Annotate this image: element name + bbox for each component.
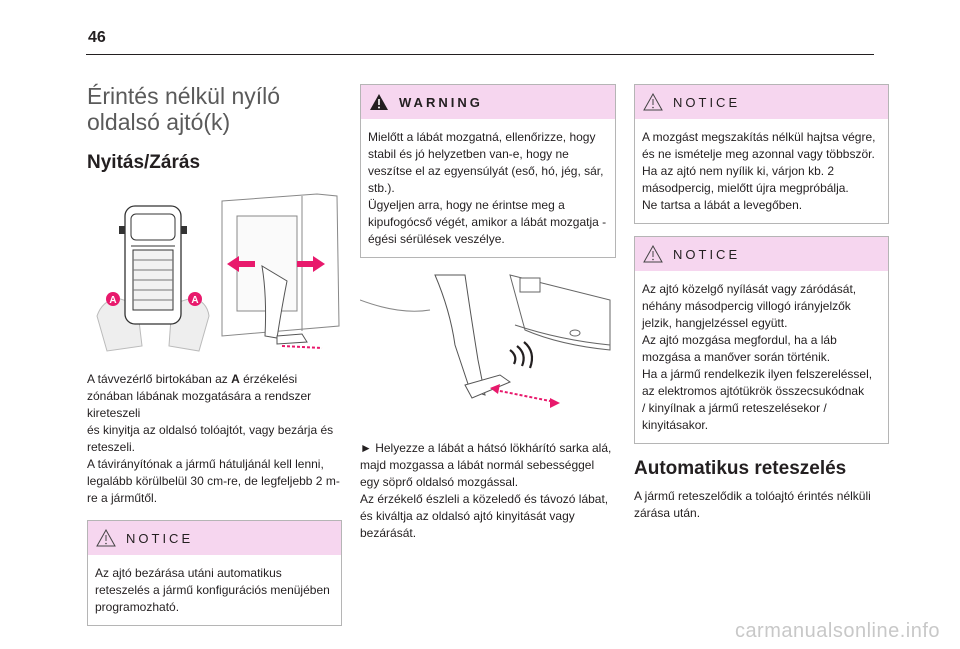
- subsection-title: Nyitás/Zárás: [87, 152, 201, 173]
- warning-label: WARNING: [399, 94, 483, 110]
- section-title-line2: oldalsó ajtó(k): [87, 109, 231, 135]
- section-title: Érintés nélkül nyíló oldalsó ajtó(k): [87, 83, 342, 135]
- zone-marker-left: A: [109, 295, 116, 306]
- page-number: 46: [88, 29, 106, 46]
- section-title-line1: Érintés nélkül nyíló: [87, 83, 281, 109]
- column-middle: WARNING Mielőtt a lábát mozgatná, ellenő…: [359, 68, 616, 542]
- automatic-locking-text: A jármű reteszelődik a tolóajtó érintés …: [634, 489, 871, 520]
- automatic-locking-heading: Automatikus reteszelés: [634, 458, 847, 479]
- warning-triangle-icon: [365, 93, 393, 111]
- notice-label-1: NOTICE: [673, 94, 741, 110]
- instruction-text: ► Helyezze a lábát a hátsó lökhárító sar…: [360, 441, 612, 540]
- notice-label-2: NOTICE: [673, 246, 741, 262]
- vehicle-topview-illustration: A A: [96, 193, 340, 352]
- notice-box: NOTICE Az ajtó bezárása utáni automatiku…: [87, 520, 342, 626]
- body-text: A távvezérlő birtokában az A érzékelési …: [87, 372, 340, 505]
- figure-vehicle-zones: A A: [87, 186, 342, 361]
- foot-under-bumper-illustration: [359, 274, 611, 408]
- column-right: NOTICE A mozgást megszakítás nélkül hajt…: [634, 68, 889, 522]
- notice-text-1: A mozgást megszakítás nélkül hajtsa végr…: [642, 130, 876, 212]
- notice-header: NOTICE: [88, 521, 341, 555]
- zone-marker-right: A: [191, 295, 198, 306]
- notice-triangle-icon: [639, 93, 667, 111]
- notice-text-2: Az ajtó közelgő nyílását vagy záródását,…: [642, 282, 873, 432]
- notice-label: NOTICE: [126, 530, 194, 546]
- notice-triangle-icon: [92, 529, 120, 547]
- warning-text: Mielőtt a lábát mozgatná, ellenőrizze, h…: [368, 130, 607, 246]
- notice-text: Az ajtó bezárása utáni automatikus retes…: [95, 566, 330, 614]
- column-left: Érintés nélkül nyíló oldalsó ajtó(k) Nyi…: [87, 68, 342, 626]
- notice-triangle-icon: [639, 245, 667, 263]
- warning-header: WARNING: [361, 85, 615, 119]
- notice-header-2: NOTICE: [635, 237, 888, 271]
- warning-box: WARNING Mielőtt a lábát mozgatná, ellenő…: [360, 84, 616, 258]
- header-rule: [86, 54, 874, 55]
- figure-foot-gesture: [359, 270, 616, 420]
- notice-box-1: NOTICE A mozgást megszakítás nélkül hajt…: [634, 84, 889, 224]
- notice-box-2: NOTICE Az ajtó közelgő nyílását vagy zár…: [634, 236, 889, 444]
- notice-header-1: NOTICE: [635, 85, 888, 119]
- watermark: carmanualsonline.info: [734, 620, 940, 642]
